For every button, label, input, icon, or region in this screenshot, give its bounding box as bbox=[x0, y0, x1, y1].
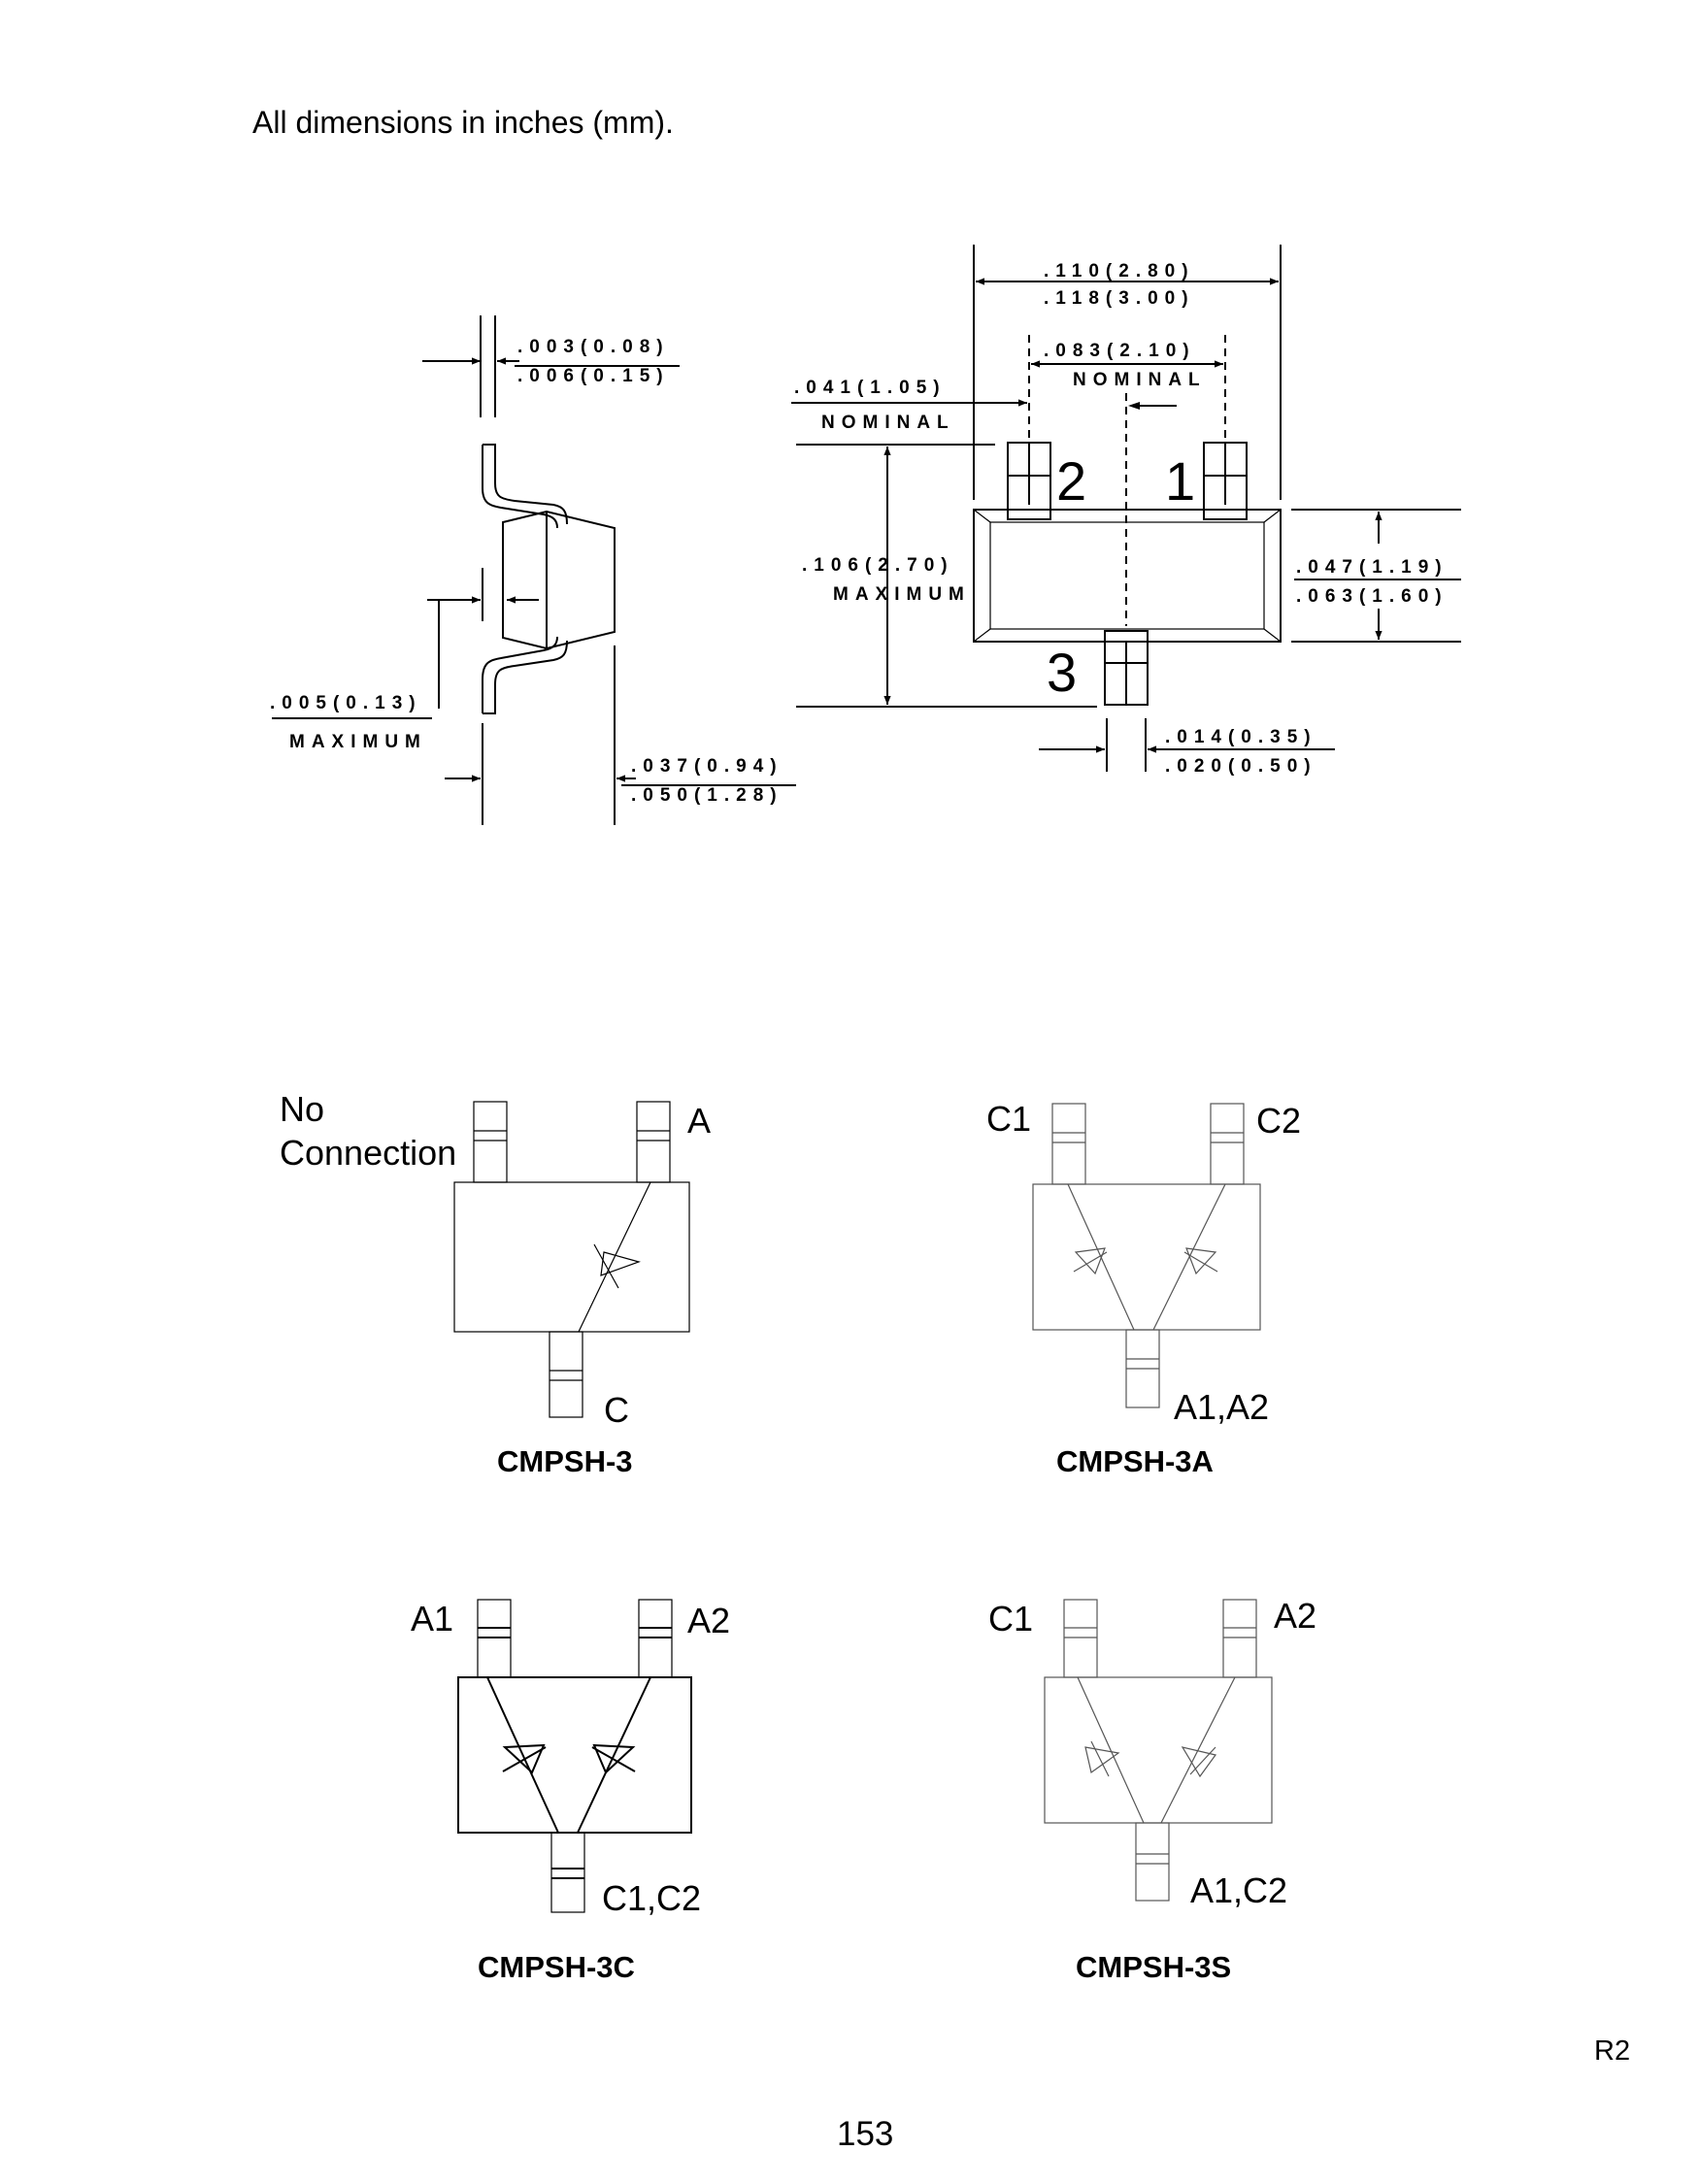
dimensions-note: All dimensions in inches (mm). bbox=[252, 105, 674, 140]
cmpsh-3c-caption: CMPSH-3C bbox=[478, 1950, 635, 1984]
dim-lead-width-max: .020(0.50) bbox=[1165, 756, 1317, 777]
cmpsh-3-pin-top-left-line2: Connection bbox=[280, 1133, 456, 1173]
cmpsh-3-caption: CMPSH-3 bbox=[497, 1444, 633, 1478]
top-view-drawing bbox=[791, 245, 1461, 772]
dim-lead-pitch-qualifier: NOMINAL bbox=[1073, 370, 1207, 390]
cmpsh-3s-pin-bottom: A1,C2 bbox=[1190, 1870, 1287, 1910]
schematic-cmpsh-3c bbox=[457, 1599, 692, 1913]
dim-body-width-min: .047(1.19) bbox=[1296, 557, 1449, 578]
schematic-cmpsh-3s bbox=[1044, 1599, 1273, 1902]
cmpsh-3a-caption: CMPSH-3A bbox=[1056, 1444, 1214, 1478]
cmpsh-3a-pin-bottom: A1,A2 bbox=[1174, 1387, 1269, 1427]
schematic-cmpsh-3 bbox=[453, 1101, 690, 1418]
cmpsh-3s-pin-top-left: C1 bbox=[988, 1599, 1033, 1638]
page-number: 153 bbox=[837, 2115, 893, 2153]
side-view-drawing bbox=[272, 315, 796, 825]
dim-lead-offset-value: .041(1.05) bbox=[794, 378, 947, 398]
dim-standoff-qualifier: MAXIMUM bbox=[289, 732, 427, 752]
dim-overall-width-qualifier: MAXIMUM bbox=[833, 584, 971, 605]
dim-height-max: .050(1.28) bbox=[631, 785, 783, 806]
dim-body-width-max: .063(1.60) bbox=[1296, 586, 1449, 607]
dim-overall-width-value: .106(2.70) bbox=[802, 555, 954, 576]
dim-lead-thickness-max: .006(0.15) bbox=[517, 366, 670, 386]
dim-standoff-value: .005(0.13) bbox=[270, 693, 422, 713]
revision-label: R2 bbox=[1594, 2035, 1630, 2067]
dim-lead-thickness-min: .003(0.08) bbox=[517, 337, 670, 357]
cmpsh-3-pin-top-left-line1: No bbox=[280, 1089, 324, 1129]
cmpsh-3s-caption: CMPSH-3S bbox=[1076, 1950, 1231, 1984]
cmpsh-3c-pin-top-right: A2 bbox=[687, 1601, 730, 1640]
dim-overall-length-max: .118(3.00) bbox=[1044, 288, 1195, 309]
dim-lead-pitch-value: .083(2.10) bbox=[1044, 341, 1196, 361]
dim-lead-width-min: .014(0.35) bbox=[1165, 727, 1317, 747]
cmpsh-3-pin-bottom: C bbox=[604, 1390, 629, 1430]
schematic-cmpsh-3a bbox=[1032, 1103, 1261, 1408]
dim-lead-offset-qualifier: NOMINAL bbox=[821, 413, 955, 433]
pin-label-1: 1 bbox=[1165, 450, 1195, 512]
pin-label-3: 3 bbox=[1047, 642, 1077, 703]
pin-label-2: 2 bbox=[1056, 450, 1086, 512]
cmpsh-3c-pin-top-left: A1 bbox=[411, 1599, 453, 1638]
dim-overall-length-min: .110(2.80) bbox=[1044, 261, 1195, 281]
cmpsh-3s-pin-top-right: A2 bbox=[1274, 1596, 1316, 1636]
dim-height-min: .037(0.94) bbox=[631, 756, 783, 777]
cmpsh-3a-pin-top-right: C2 bbox=[1256, 1101, 1301, 1141]
cmpsh-3-pin-top-right: A bbox=[687, 1101, 711, 1141]
cmpsh-3a-pin-top-left: C1 bbox=[986, 1099, 1031, 1139]
cmpsh-3c-pin-bottom: C1,C2 bbox=[602, 1878, 701, 1918]
